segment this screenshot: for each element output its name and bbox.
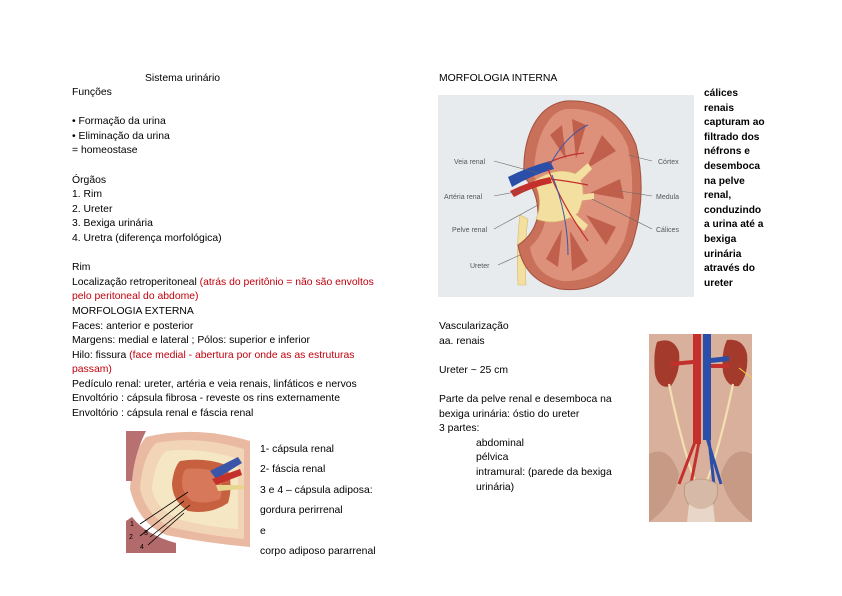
calices-text-line: cálices (704, 88, 738, 99)
calices-text-line: néfrons e (704, 146, 750, 158)
kidney-label-medula: Medula (656, 194, 679, 201)
localizacao-line: Localização retroperitoneal (atrás do pe… (72, 276, 407, 291)
urinary-system-svg (649, 334, 752, 522)
localizacao-note: (atrás do peritônio = não são envoltos (199, 276, 374, 288)
legend-item: gordura perirrenal (260, 505, 343, 517)
parte-item: abdominal (476, 437, 524, 449)
legend-item: corpo adiposo pararrenal (260, 546, 376, 558)
morfologia-externa-heading: MORFOLOGIA EXTERNA (72, 305, 194, 317)
figure-number: 3 (144, 530, 148, 537)
right-text-block: Vascularização aa. renais Ureter ~ 25 cm… (439, 320, 639, 495)
calices-text-line: bexiga (704, 233, 737, 245)
parte-item: intramural: (parede da bexiga (476, 466, 612, 478)
orgao-item: 4. Uretra (diferença morfológica) (72, 232, 222, 244)
kidney-section-illustration: Veia renal Artéria renal Pelve renal Ure… (438, 95, 694, 297)
hilo-note-cont: passam) (72, 364, 112, 376)
parte-item: urinária) (476, 481, 515, 493)
localizacao-note-cont: pelo peritoneal do abdome) (72, 291, 199, 303)
hilo-line: Hilo: fissura (face medial - abertura po… (72, 349, 407, 364)
calices-text-line: na pelve (704, 175, 745, 187)
hilo-note: (face medial - abertura por onde as as e… (129, 349, 355, 361)
funcao-item: • Formação da urina (72, 116, 166, 128)
urinary-system-illustration (649, 334, 752, 522)
funcao-item: • Eliminação da urina (72, 130, 170, 142)
kidney-section-svg: Veia renal Artéria renal Pelve renal Ure… (438, 95, 694, 297)
figure-number: 4 (140, 544, 144, 551)
hilo-label: Hilo: fissura (72, 349, 130, 361)
parte-line: Parte da pelve renal e desemboca na (439, 393, 612, 405)
kidney-label-ureter: Ureter (470, 263, 490, 270)
left-column: Funções • Formação da urina • Eliminação… (72, 86, 407, 422)
figure-number: 1 (130, 521, 134, 528)
vascularizacao-heading: Vascularização (439, 321, 509, 332)
ureter-size-line: Ureter ~ 25 cm (439, 364, 509, 376)
calices-text-line: ureter (704, 277, 733, 289)
orgao-item: 2. Ureter (72, 203, 113, 215)
orgao-item: 1. Rim (72, 189, 103, 201)
renal-capsule-svg: 1 2 3 4 (126, 431, 254, 553)
orgao-item: 3. Bexiga urinária (72, 218, 153, 230)
page-title: Sistema urinário (145, 73, 221, 84)
kidney-label-cortex: Córtex (658, 159, 679, 166)
calices-text-line: a urina até a (704, 219, 764, 231)
parte-line: bexiga urinária: óstio do ureter (439, 408, 580, 420)
kidney-label-pelve: Pelve renal (452, 227, 487, 234)
calices-text-line: através do (704, 263, 755, 275)
envoltorio-line: Envoltório : cápsula fibrosa - reveste o… (72, 393, 340, 405)
faces-line: Faces: anterior e posterior (72, 320, 194, 332)
legend-item: 2- fáscia renal (260, 464, 326, 476)
funcoes-heading: Funções (72, 87, 112, 98)
calices-text-line: desemboca (704, 160, 761, 172)
envoltorio-line: Envoltório : cápsula renal e fáscia rena… (72, 408, 254, 420)
renal-capsule-illustration: 1 2 3 4 (126, 431, 254, 553)
pediculo-line: Pedículo renal: ureter, artéria e veia r… (72, 378, 357, 390)
calices-text-line: renais (704, 102, 735, 114)
calices-text-line: capturam ao (704, 117, 765, 129)
calices-text-line: renal, (704, 190, 732, 202)
figure-number: 2 (129, 534, 133, 541)
calices-text-line: conduzindo (704, 204, 762, 216)
rim-heading: Rim (72, 262, 91, 274)
margens-line: Margens: medial e lateral ; Pólos: super… (72, 335, 310, 347)
kidney-label-calices: Cálices (656, 227, 679, 234)
kidney-label-arteria: Artéria renal (444, 194, 483, 201)
legend-item: 3 e 4 – cápsula adiposa: (260, 484, 373, 496)
orgaos-heading: Órgãos (72, 174, 107, 186)
calices-text-line: filtrado dos (704, 131, 760, 143)
parte-item: pélvica (476, 452, 509, 464)
legend-item: 1- cápsula renal (260, 444, 334, 455)
aa-renais-line: aa. renais (439, 335, 485, 347)
legend-item: e (260, 525, 266, 537)
calices-text-line: urinária (704, 248, 742, 260)
kidney-label-veia: Veia renal (454, 159, 486, 166)
localizacao-label: Localização retroperitoneal (72, 276, 200, 288)
capsule-legend: 1- cápsula renal 2- fáscia renal 3 e 4 –… (260, 440, 376, 562)
calices-description: cálices renais capturam ao filtrado dos … (704, 87, 774, 291)
tres-partes-line: 3 partes: (439, 423, 480, 435)
morfologia-interna-heading: MORFOLOGIA INTERNA (439, 73, 558, 84)
funcao-item: = homeostase (72, 145, 138, 157)
